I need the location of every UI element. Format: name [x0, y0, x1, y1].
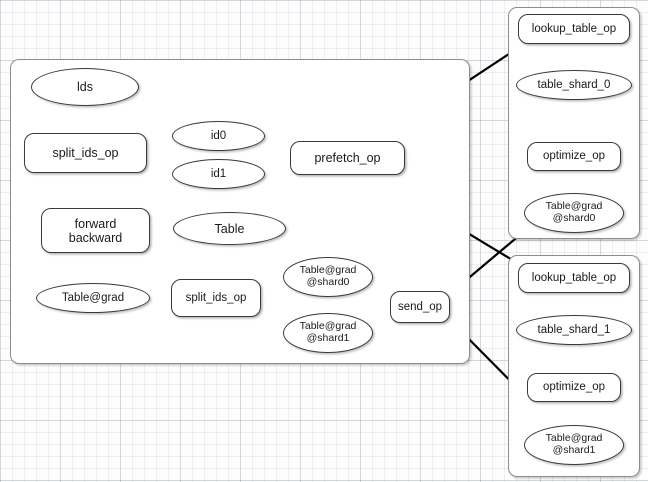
node-table-grad-shard1-ps[interactable]: Table@grad @shard1 — [524, 425, 624, 465]
node-table[interactable]: Table — [173, 212, 286, 245]
node-optimize-op-0[interactable]: optimize_op — [527, 142, 621, 171]
node-lookup-table-op-0[interactable]: lookup_table_op — [518, 14, 630, 44]
node-id0[interactable]: id0 — [172, 121, 265, 151]
node-id1[interactable]: id1 — [172, 159, 265, 189]
node-send-op[interactable]: send_op — [390, 291, 450, 323]
node-lookup-table-op-1[interactable]: lookup_table_op — [518, 263, 630, 293]
node-lds[interactable]: lds — [31, 68, 139, 106]
node-table-grad-shard0[interactable]: Table@grad @shard0 — [283, 257, 373, 297]
node-table-grad-shard1[interactable]: Table@grad @shard1 — [283, 313, 373, 353]
node-prefetch-op[interactable]: prefetch_op — [290, 141, 405, 175]
node-split-ids-op-backward[interactable]: split_ids_op — [171, 279, 261, 317]
node-forward-backward[interactable]: forward backward — [41, 208, 150, 253]
node-optimize-op-1[interactable]: optimize_op — [527, 373, 621, 402]
node-table-grad-shard0-ps[interactable]: Table@grad @shard0 — [524, 193, 624, 233]
node-split-ids-op-forward[interactable]: split_ids_op — [24, 133, 147, 173]
node-table-grad[interactable]: Table@grad — [36, 283, 150, 313]
node-table-shard-1[interactable]: table_shard_1 — [516, 315, 632, 345]
node-table-shard-0[interactable]: table_shard_0 — [516, 70, 632, 100]
